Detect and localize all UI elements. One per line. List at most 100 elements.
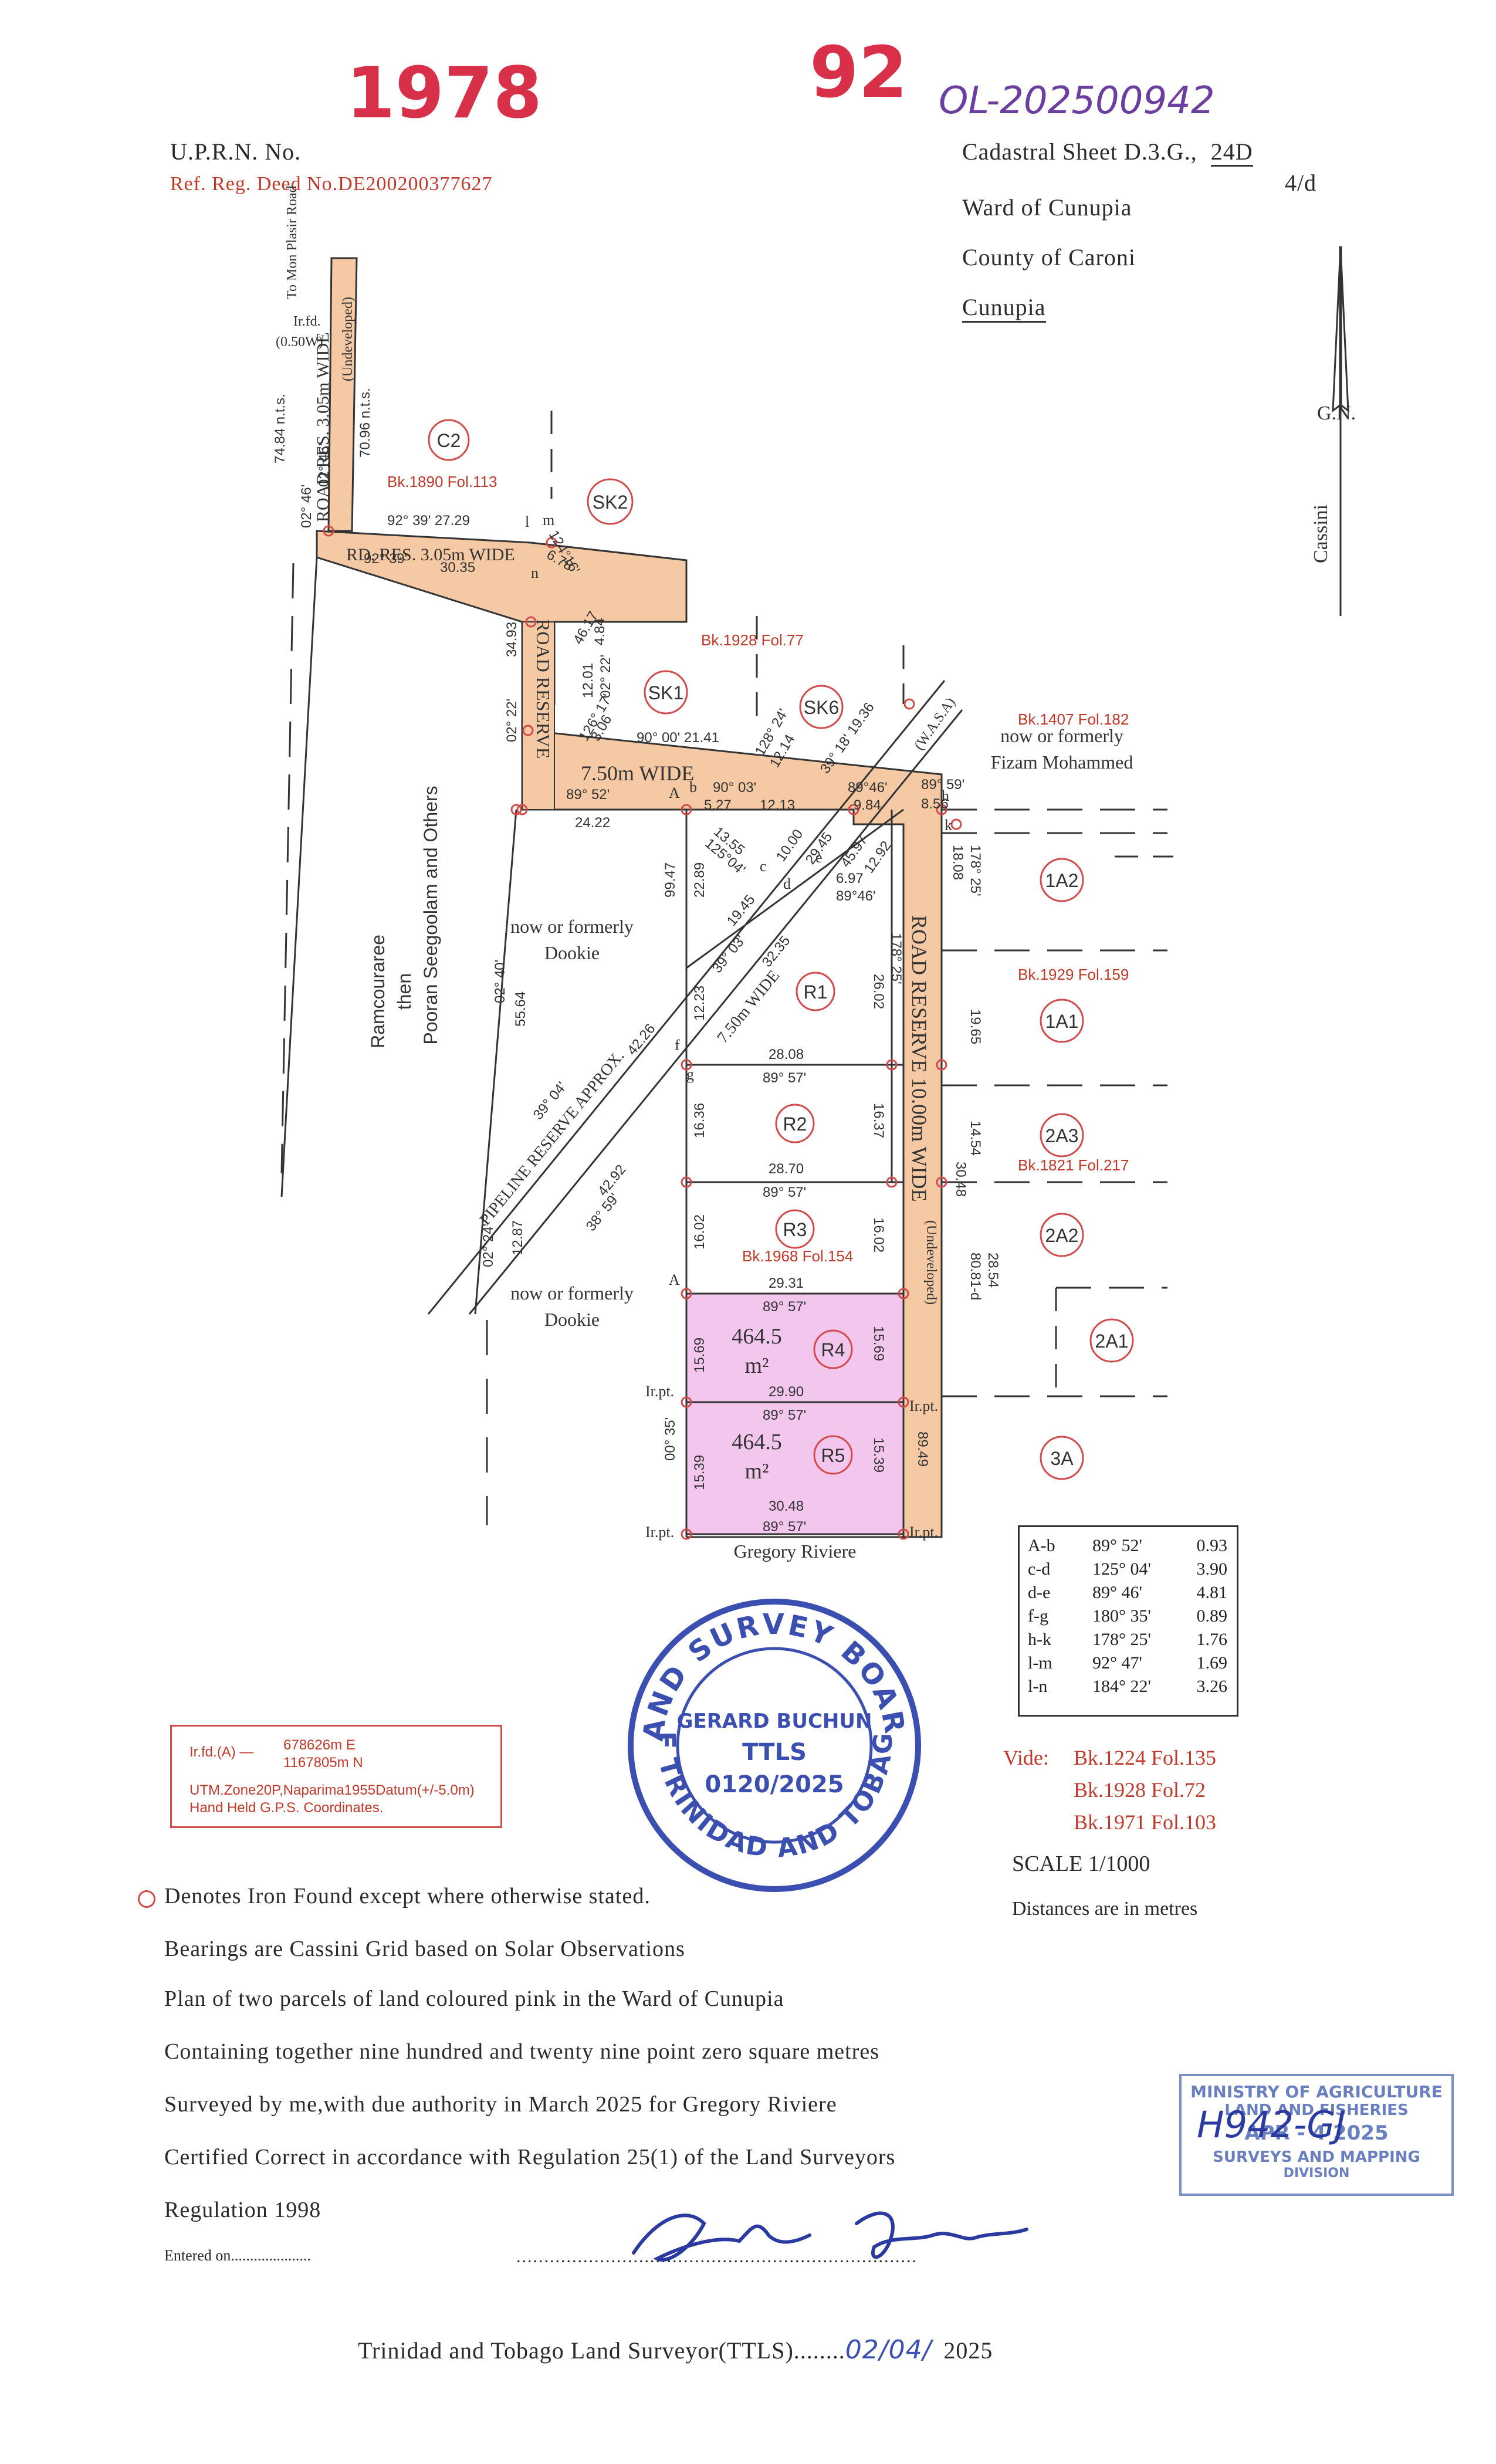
measure-49: 16.36 <box>692 1103 708 1138</box>
measure-46: 19.65 <box>967 1009 983 1044</box>
owner-dookie-1: Dookie <box>544 942 600 963</box>
iron-points: Ir.pt. Ir.pt. Ir.pt. Ir.pt. <box>645 1383 938 1541</box>
parcel-areas: 464.5 m² 464.5 m² <box>732 1324 782 1484</box>
note-plan: Plan of two parcels of land coloured pin… <box>164 1986 784 2011</box>
ministry-handwritten: H942-GJ <box>1197 2103 1346 2146</box>
measure-63: 29.31 <box>769 1275 804 1291</box>
road-label-to-mon-plasir: To Mon Plasir Road <box>285 185 300 299</box>
pipeline-7-50m-label: 7.50m WIDE <box>713 967 783 1047</box>
vide-label: Vide: <box>1003 1746 1049 1769</box>
table-cell-bearing: 178° 25' <box>1092 1630 1151 1649</box>
cadastral-sheet-sub: 4/d <box>1285 170 1317 196</box>
table-cell-dist: 1.76 <box>1196 1630 1228 1649</box>
table-cell-line: h-k <box>1028 1630 1051 1649</box>
gps-coordinates-box: Ir.fd.(A) — 678626m E 1167805m N UTM.Zon… <box>170 1725 502 1828</box>
parcel-label-r2: R2 <box>783 1113 807 1135</box>
point-letter-c: c <box>760 858 767 875</box>
location-label: Cunupia <box>962 293 1046 323</box>
point-letter-k: k <box>945 817 952 834</box>
measure-13: 90° 00' 21.41 <box>637 730 719 746</box>
measure-22: 89°46' <box>848 780 888 796</box>
measure-39: 18.08 <box>950 845 966 880</box>
measure-69: 29.90 <box>769 1384 804 1400</box>
measure-66: 28.54 <box>985 1253 1001 1288</box>
measure-70-96: 70.96 n.t.s. <box>357 388 373 458</box>
measure-24: 89° 59' <box>921 777 964 793</box>
measure-1: 92° 39' <box>364 551 407 567</box>
measure-8: 4.84 <box>592 618 608 645</box>
table-cell-dist: 0.93 <box>1196 1536 1228 1555</box>
road-reserve-middle-fill <box>522 621 555 810</box>
book-references: Bk.1890 Fol.113 Bk.1928 Fol.77 Bk.1407 F… <box>387 473 1129 1265</box>
measure-67: 15.69 <box>692 1338 708 1373</box>
area-r4-value: 464.5 <box>732 1324 782 1349</box>
ministry-line-3: SURVEYS AND MAPPING <box>1213 2148 1420 2166</box>
measure-32: 99.47 <box>662 862 678 898</box>
measure-51: 14.54 <box>967 1121 983 1156</box>
measure-45: 178° 25' <box>888 933 904 984</box>
point-letter-m: m <box>543 512 554 529</box>
measure-52: 28.70 <box>769 1161 804 1177</box>
measure-55: 16.02 <box>692 1214 708 1250</box>
measure-19: 90° 03' <box>713 780 756 796</box>
road-reserve-label: ROAD RESERVE <box>533 619 554 759</box>
point-letter-b: b <box>689 779 697 796</box>
scale-label: SCALE 1/1000 <box>1012 1852 1150 1876</box>
surveyor-date: 02/04/ <box>845 2335 932 2365</box>
area-r5-unit: m² <box>745 1459 769 1484</box>
north-label: G.N. <box>1317 402 1356 424</box>
parcel-label-1a1: 1A1 <box>1045 1011 1079 1032</box>
measure-75: 30.48 <box>769 1498 804 1514</box>
measure-33: 22.89 <box>692 862 708 898</box>
handwritten-number-92: 92 <box>810 32 908 114</box>
measure-74: 89.49 <box>915 1431 930 1467</box>
measure-64: 89° 57' <box>763 1299 806 1315</box>
book-ref-1821: Bk.1821 Fol.217 <box>1018 1156 1129 1174</box>
table-cell-dist: 3.90 <box>1196 1559 1228 1579</box>
entered-on: Entered on..................... <box>164 2247 311 2264</box>
table-cell-dist: 3.26 <box>1196 1677 1228 1696</box>
gps-easting: 678626m E <box>283 1737 356 1753</box>
measure-02-46-left: 02° 46' <box>299 485 314 528</box>
note-iron-found: Denotes Iron Found except where otherwis… <box>164 1884 651 1908</box>
iron-pt-3: Ir.pt. <box>645 1524 674 1541</box>
measure-68: 15.69 <box>871 1326 886 1361</box>
surveyor-line: Trinidad and Tobago Land Surveyor(TTLS).… <box>358 2335 993 2365</box>
road-label-top: ROAD RES. 3.05m WIDE <box>313 332 333 522</box>
note-bearings: Bearings are Cassini Grid based on Solar… <box>164 1937 685 1961</box>
parcel-label-sk6: SK6 <box>804 697 839 718</box>
stamp-name: GERARD BUCHUN <box>677 1710 872 1733</box>
ministry-line-4: DIVISION <box>1283 2166 1350 2181</box>
table-cell-bearing: 89° 52' <box>1092 1536 1142 1555</box>
survey-plan-drawing: G.N. Cassini <box>272 185 1356 1562</box>
table-cell-line: A-b <box>1028 1536 1055 1555</box>
point-letter-a2: A <box>669 1271 680 1288</box>
parcel-boundaries <box>280 411 1173 1538</box>
owner-ramcouraree: Ramcouraree <box>367 935 388 1048</box>
ministry-line-2: LAND AND FISHERIES <box>1224 2101 1409 2119</box>
stamp-number: 0120/2025 <box>705 1771 844 1798</box>
rd-res-label: RD. RES. 3.05m WIDE <box>346 545 515 564</box>
measure-28: 10.00 <box>773 827 807 865</box>
county-label: County of Caroni <box>962 244 1136 270</box>
iron-found-label: Ir.fd. <box>293 314 321 329</box>
measure-5: 34.93 <box>504 622 520 657</box>
measure-54: 30.48 <box>953 1162 969 1197</box>
parcel-label-r5: R5 <box>821 1445 845 1466</box>
table-cell-bearing: 92° 47' <box>1092 1653 1142 1673</box>
cadastral-sheet: Cadastral Sheet D.3.G., 24D <box>962 138 1253 167</box>
measure-18: 24.22 <box>575 815 610 831</box>
cadastral-sheet-label: Cadastral Sheet D.3.G., <box>962 138 1197 165</box>
measure-35: 19.45 <box>724 892 759 929</box>
owner-now-or-formerly-dookie-2: now or formerly <box>510 1282 634 1304</box>
point-letter-a: A <box>669 784 680 801</box>
measure-58: 02° 24' <box>480 1224 496 1267</box>
parcel-label-3a: 3A <box>1050 1448 1074 1469</box>
owner-labels: now or formerly Fizam Mohammed Ramcourar… <box>367 725 1133 1562</box>
cadastral-sheet-number: 24D <box>1210 138 1253 167</box>
